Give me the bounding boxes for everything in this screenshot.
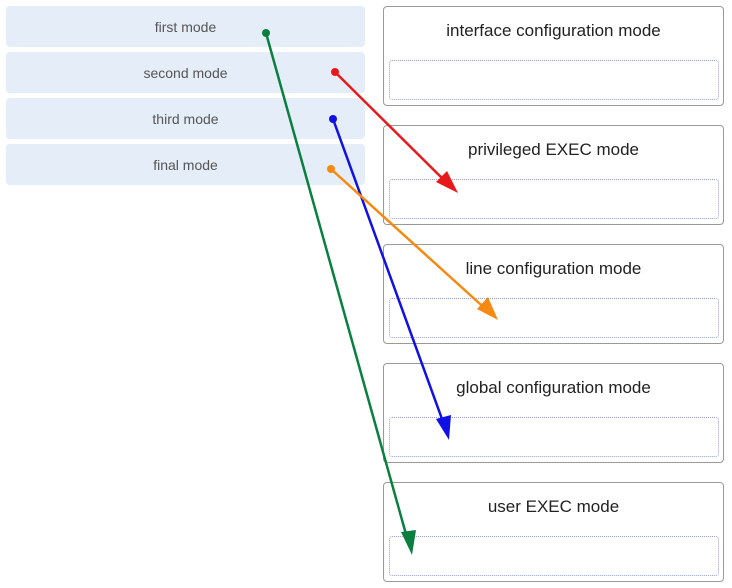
drag-item-first-mode[interactable]: first mode [6,6,365,47]
target-title: line configuration mode [465,259,642,278]
target-title: privileged EXEC mode [467,140,640,159]
drag-item-second-mode[interactable]: second mode [6,52,365,93]
drag-item-label: third mode [152,110,219,127]
drag-item-final-mode[interactable]: final mode [6,144,365,185]
target-line-configuration-mode: line configuration mode [383,244,724,344]
drag-item-label: final mode [153,156,218,173]
drop-zone[interactable] [389,536,719,576]
target-title: global configuration mode [456,378,651,397]
drop-zone[interactable] [389,298,719,338]
drop-zone[interactable] [389,417,719,457]
target-interface-configuration-mode: interface configuration mode [383,6,724,106]
target-title: user EXEC mode [487,497,620,516]
drop-zone[interactable] [389,179,719,219]
target-user-exec-mode: user EXEC mode [383,482,724,582]
target-privileged-exec-mode: privileged EXEC mode [383,125,724,225]
drag-item-third-mode[interactable]: third mode [6,98,365,139]
target-title: interface configuration mode [446,21,661,40]
drag-item-label: second mode [143,64,228,81]
target-global-configuration-mode: global configuration mode [383,363,724,463]
drop-zone[interactable] [389,60,719,100]
drag-item-label: first mode [154,18,217,35]
